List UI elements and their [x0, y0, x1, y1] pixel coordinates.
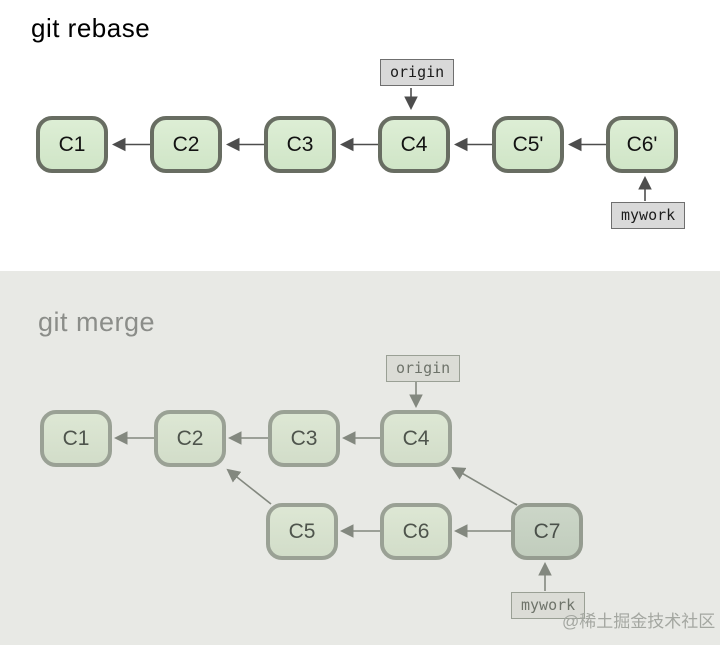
merge-commit-c5: C5 — [266, 503, 338, 560]
merge-section: git merge origin C1 C2 C3 C4 C5 C6 C7 my… — [0, 271, 720, 645]
arrow-c5-to-c2-diagonal — [226, 468, 272, 505]
rebase-commit-c6-prime: C6' — [606, 116, 678, 173]
rebase-commit-c2: C2 — [150, 116, 222, 173]
rebase-commit-c1: C1 — [36, 116, 108, 173]
rebase-section: git rebase origin C1 C2 C3 C4 C5' C6' my… — [0, 0, 720, 271]
rebase-commit-c3: C3 — [264, 116, 336, 173]
merge-title: git merge — [38, 307, 156, 337]
merge-commit-c1: C1 — [40, 410, 112, 467]
rebase-commit-c5-prime: C5' — [492, 116, 564, 173]
arrow-c7-to-c4-diagonal — [451, 466, 518, 506]
merge-commit-c3: C3 — [268, 410, 340, 467]
merge-commit-c2: C2 — [154, 410, 226, 467]
merge-origin-label: origin — [386, 355, 461, 382]
rebase-mywork-label: mywork — [611, 202, 686, 229]
watermark: @稀土掘金技术社区 — [562, 612, 716, 631]
merge-mywork-label: mywork — [511, 592, 586, 619]
merge-commit-c4: C4 — [380, 410, 452, 467]
rebase-origin-label: origin — [380, 59, 455, 86]
rebase-title: git rebase — [31, 13, 151, 43]
merge-commit-c7: C7 — [511, 503, 583, 560]
rebase-commit-c4: C4 — [378, 116, 450, 173]
merge-commit-c6: C6 — [380, 503, 452, 560]
